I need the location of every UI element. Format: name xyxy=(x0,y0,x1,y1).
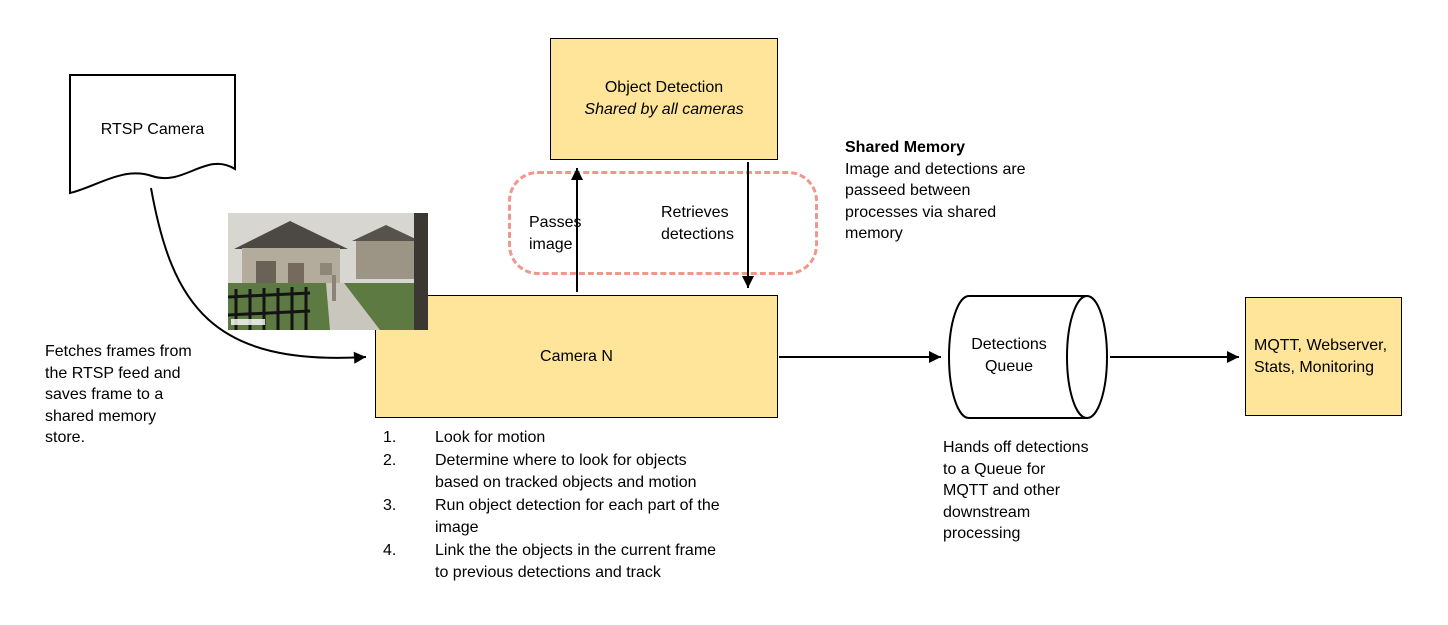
fetch-note: Fetches frames from the RTSP feed and sa… xyxy=(45,341,192,449)
text-line: Retrieves xyxy=(661,204,729,221)
text-line: Stats, Monitoring xyxy=(1254,358,1375,376)
text-line: to previous detections and track xyxy=(435,564,661,581)
object-detection-box: Object Detection Shared by all cameras xyxy=(550,38,778,160)
text-line: based on tracked objects and motion xyxy=(435,474,697,491)
text-line: store. xyxy=(45,429,86,446)
passes-image-label: Passes image xyxy=(529,212,581,255)
photo-timestamp-overlay xyxy=(231,319,265,325)
cylinder-body xyxy=(948,295,1088,419)
text-line: to a Queue for xyxy=(943,460,1046,478)
text-line: memory xyxy=(845,225,903,242)
detections-queue-label: Detections Queue xyxy=(948,334,1070,378)
text-line: Link the the objects in the current fram… xyxy=(435,541,717,559)
document-shape-outline xyxy=(69,74,236,195)
text-line: shared memory xyxy=(45,407,157,425)
photo-background-house xyxy=(356,239,416,279)
text-line: MQTT, Webserver, xyxy=(1254,336,1388,354)
step-number: 3. xyxy=(383,496,397,514)
text-line: Passes xyxy=(529,214,582,231)
rtsp-camera-shape xyxy=(69,74,236,195)
detections-queue-cylinder xyxy=(948,295,1108,419)
camera-n-box: Camera N xyxy=(375,295,778,418)
text-line: Queue xyxy=(984,358,1034,375)
text-line: Detections xyxy=(971,336,1047,353)
camera-steps-list: 1. Look for motion 2. Determine where to… xyxy=(383,427,720,585)
photo-porch-post xyxy=(414,213,428,330)
photo-pole xyxy=(332,275,336,301)
text-line: processes via shared xyxy=(845,203,997,221)
step-number: 2. xyxy=(383,451,397,469)
cylinder-end-face xyxy=(1066,295,1108,419)
camera-n-label: Camera N xyxy=(540,347,613,365)
shared-memory-dashed-region xyxy=(508,171,818,275)
list-item: 4. Link the the objects in the current f… xyxy=(383,540,720,585)
text-line: Image and detections are xyxy=(845,160,1026,178)
text-line: processing xyxy=(943,525,1021,542)
shared-memory-note-title: Shared Memory xyxy=(845,139,966,156)
text-line: Hands off detections xyxy=(943,439,1089,456)
text-line: detections xyxy=(661,225,734,243)
text-line: Look for motion xyxy=(435,429,546,446)
text-line: passeed between xyxy=(845,182,971,199)
photo-background-roof xyxy=(352,225,420,241)
retrieves-detections-label: Retrieves detections xyxy=(661,202,734,245)
text-line: image xyxy=(529,235,573,253)
text-line: Fetches frames from xyxy=(45,343,192,360)
text-line: image xyxy=(435,519,479,536)
camera-snapshot-image xyxy=(228,213,428,330)
list-item: 2. Determine where to look for objects b… xyxy=(383,450,720,495)
text-line: saves frame to a xyxy=(45,386,164,403)
text-line: Run object detection for each part of th… xyxy=(435,496,720,514)
text-line: the RTSP feed and xyxy=(45,364,181,382)
text-line: downstream xyxy=(943,503,1031,521)
list-item: 3. Run object detection for each part of… xyxy=(383,495,720,540)
text-line: MQTT and other xyxy=(943,482,1061,499)
list-item: 1. Look for motion xyxy=(383,427,720,450)
object-detection-subtitle: Shared by all cameras xyxy=(584,101,744,118)
mqtt-webserver-box: MQTT, Webserver, Stats, Monitoring xyxy=(1245,297,1402,416)
text-line: Determine where to look for objects xyxy=(435,451,687,469)
step-number: 4. xyxy=(383,541,397,559)
object-detection-title: Object Detection xyxy=(604,79,724,96)
rtsp-camera-label: RTSP Camera xyxy=(100,121,205,138)
queue-handoff-note: Hands off detections to a Queue for MQTT… xyxy=(943,437,1089,545)
step-number: 1. xyxy=(383,429,397,446)
shared-memory-note: Shared Memory Image and detections are p… xyxy=(845,137,1026,245)
photo-window xyxy=(320,263,332,275)
